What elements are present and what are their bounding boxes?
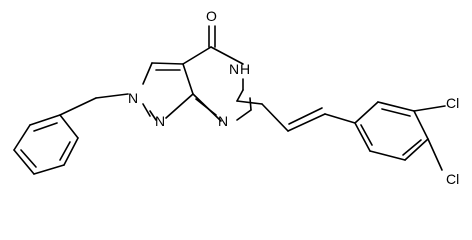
pyrimidine-n-label: N — [218, 113, 228, 129]
vinyl-linker — [261, 103, 356, 132]
pyrazole-n2-label: N — [155, 113, 165, 129]
pyrimidinone-ring — [182, 46, 263, 122]
dichlorophenyl-ring — [354, 101, 429, 161]
benzyl-phenyl-ring — [13, 114, 79, 175]
pyrazole-ring — [142, 62, 194, 121]
ring-nh-h-label: H — [240, 61, 250, 77]
benzyl-ch2-bond-a — [59, 97, 97, 116]
chlorine-3-label: Cl — [446, 95, 459, 111]
carbonyl-oxygen-label: O — [206, 8, 217, 24]
cl3-bond — [413, 105, 446, 112]
molecule-diagram: O N H N N N Cl Cl — [13, 8, 459, 187]
ring-nh-n-label: N — [229, 61, 239, 77]
structure-drawing: O N H N N N Cl Cl — [13, 8, 459, 187]
chlorine-4-label: Cl — [446, 171, 459, 187]
pyrazole-n1-label: N — [128, 90, 138, 106]
cl4-bond — [427, 138, 443, 171]
benzyl-ch2-bond-b — [95, 93, 129, 99]
